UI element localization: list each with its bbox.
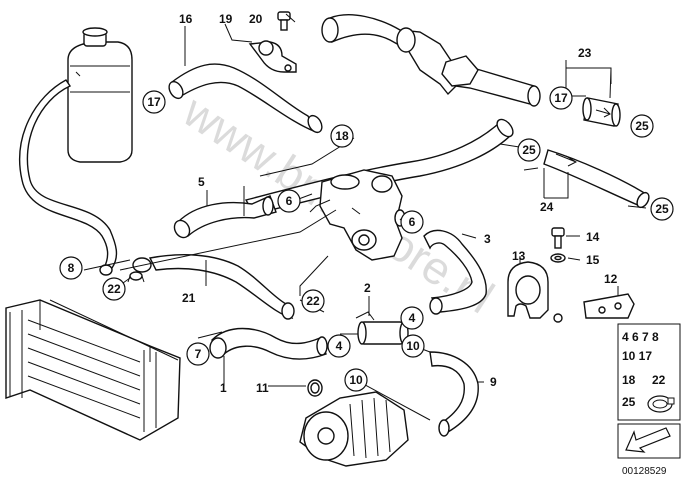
connector-2 <box>355 311 409 345</box>
part-label-21: 21 <box>182 291 196 305</box>
hose-1 <box>211 327 327 360</box>
pipe-23 <box>582 97 621 127</box>
callout-10: 10 <box>344 368 368 392</box>
pipe-assembly-top <box>321 14 541 107</box>
expansion-tank <box>67 27 133 163</box>
svg-text:18: 18 <box>335 129 349 143</box>
callout-7: 7 <box>186 342 210 366</box>
callout-22: 22 <box>301 289 325 313</box>
svg-text:4: 4 <box>336 339 343 353</box>
thermostat-housing <box>309 169 406 261</box>
part-label-3: 3 <box>484 232 491 246</box>
callout-25: 25 <box>650 197 674 221</box>
svg-text:22: 22 <box>107 282 121 296</box>
callout-4: 4 <box>327 334 351 358</box>
callout-6: 6 <box>400 210 424 234</box>
orientation-arrow-box <box>617 423 681 459</box>
part-label-23: 23 <box>578 46 592 60</box>
part-label-1: 1 <box>220 381 227 395</box>
part-label-20: 20 <box>249 12 263 26</box>
hose-9 <box>429 351 479 433</box>
electric-pump <box>299 391 409 467</box>
hose-5 <box>177 195 277 238</box>
part-label-13: 13 <box>512 249 526 263</box>
bracket-12 <box>583 293 635 319</box>
part-label-19: 19 <box>219 12 233 26</box>
svg-text:10: 10 <box>349 373 363 387</box>
svg-text:22: 22 <box>306 294 320 308</box>
svg-text:25: 25 <box>655 202 669 216</box>
svg-text:25: 25 <box>522 143 536 157</box>
part-label-15: 15 <box>586 253 600 267</box>
callout-17: 17 <box>142 90 166 114</box>
clamp-13 <box>507 261 563 323</box>
part-label-11: 11 <box>256 381 269 395</box>
fitting-22 <box>127 271 145 283</box>
part-label-2: 2 <box>364 281 371 295</box>
hose-clamp-icon <box>647 395 675 413</box>
svg-text:10: 10 <box>406 339 420 353</box>
legend-row-2: 10 17 <box>622 349 652 363</box>
legend-box: 4 6 7 8 10 17 18 22 25 <box>617 323 681 421</box>
bolt-20 <box>277 11 291 31</box>
clamp-19 <box>248 40 297 73</box>
part-label-24: 24 <box>540 200 554 214</box>
callout-22: 22 <box>102 277 126 301</box>
hose-3 <box>423 229 487 313</box>
figure-id: 00128529 <box>622 466 667 477</box>
callout-6: 6 <box>277 189 301 213</box>
bolt-14 <box>551 227 565 249</box>
legend-row-4: 25 <box>622 395 636 409</box>
svg-text:8: 8 <box>68 261 75 275</box>
callout-25: 25 <box>630 114 654 138</box>
svg-text:17: 17 <box>147 95 161 109</box>
hose-21 <box>148 254 294 320</box>
callout-25: 25 <box>517 138 541 162</box>
legend-row-3b: 22 <box>652 373 666 387</box>
callout-8: 8 <box>59 256 83 280</box>
svg-text:7: 7 <box>195 347 202 361</box>
radiator <box>5 299 181 441</box>
callout-17: 17 <box>549 86 573 110</box>
callout-18: 18 <box>330 124 354 148</box>
legend-row-1: 4 6 7 8 <box>622 330 659 344</box>
svg-text:4: 4 <box>409 311 416 325</box>
part-label-16: 16 <box>179 12 193 26</box>
callout-4: 4 <box>400 306 424 330</box>
svg-text:25: 25 <box>635 119 649 133</box>
part-label-5: 5 <box>198 175 205 189</box>
callout-10: 10 <box>401 334 425 358</box>
svg-text:6: 6 <box>409 215 416 229</box>
legend-row-3: 18 <box>622 373 636 387</box>
arrow-icon <box>625 427 671 453</box>
svg-text:17: 17 <box>554 91 568 105</box>
part-label-14: 14 <box>586 230 600 244</box>
part-label-12: 12 <box>604 272 618 286</box>
part-label-9: 9 <box>490 375 497 389</box>
svg-text:6: 6 <box>286 194 293 208</box>
